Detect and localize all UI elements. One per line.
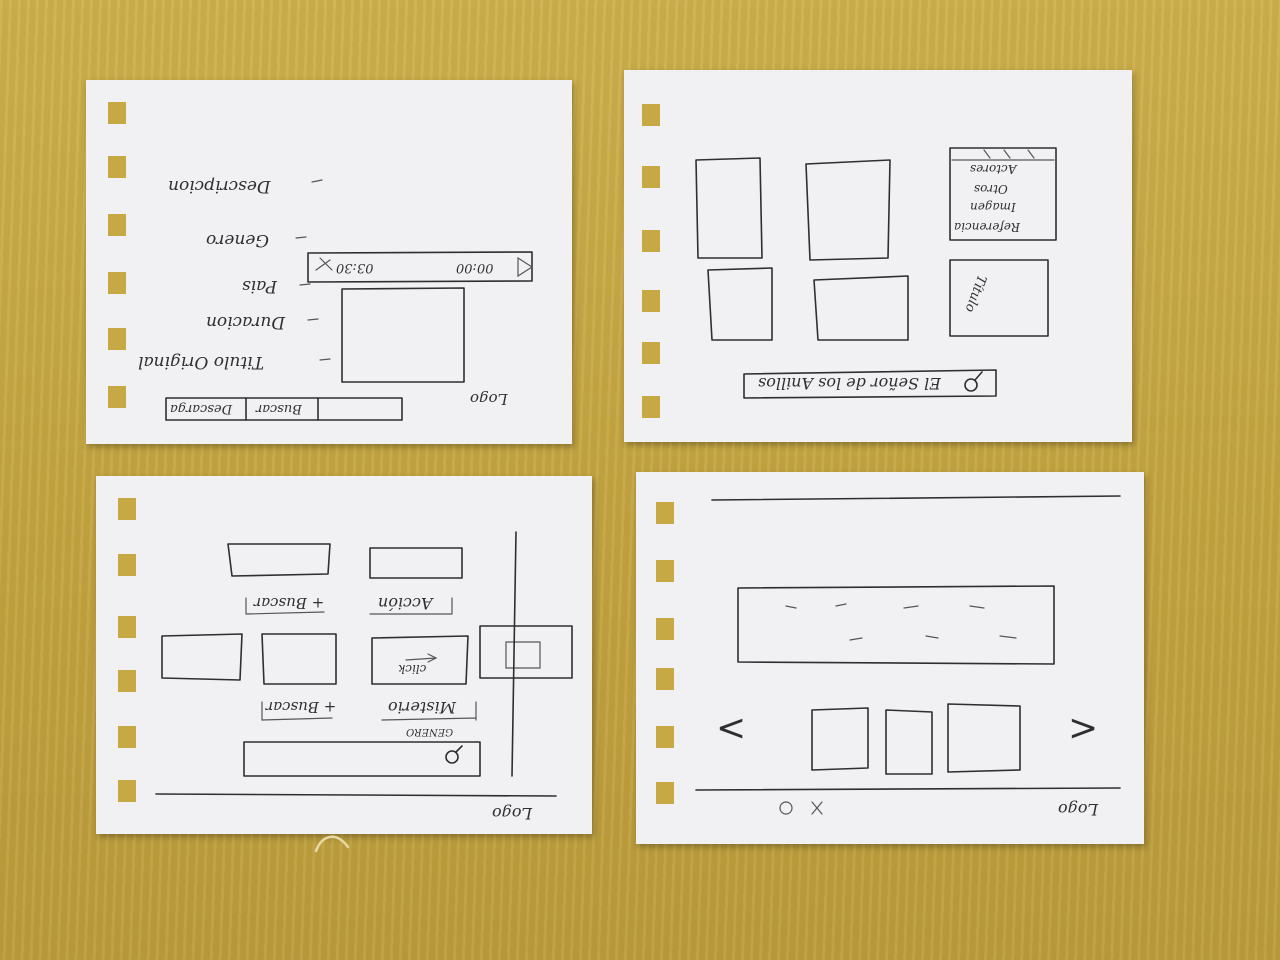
carousel-next-arrow: > [1068,708,1099,749]
time-start-label: 00:00 [456,260,494,275]
category-accion: Acción [378,594,433,613]
tab-buscar: Buscar [256,401,302,416]
search-query-text: El Señor de los Anillos [758,374,941,393]
field-pais: Pais [242,276,277,296]
sketch-card-player: 00:00 03:30 Descarga Buscar Descripcion … [86,80,572,444]
sketch-card-detail: El Señor de los Anillos Actores Otros Im… [624,70,1132,442]
category-buscar-1: + Buscar [254,594,325,612]
tab-descarga: Descarga [170,401,233,416]
click-label: click [398,662,427,676]
panel-line-imagen: Imagen [970,200,1016,214]
detail-sketch-drawing [695,147,1057,399]
twig-decoration [314,835,350,853]
field-genero: Genero [206,230,270,250]
panel-line-actores: Actores [970,162,1017,176]
player-sketch-drawing [165,179,534,421]
category-buscar-2: + Buscar [266,698,337,716]
panel-line-otros: Otros [974,182,1008,196]
sketch-card-home: < > Logo [636,472,1144,844]
home-sketch-drawing [695,495,1121,815]
sketch-card-catalog: Acción + Buscar Misterio + Buscar GENERO… [96,476,592,834]
field-duracion: Duracion [206,312,285,332]
category-misterio: Misterio [388,698,457,717]
logo-text: Logo [492,804,533,823]
field-descripcion: Descripcion [168,176,271,196]
time-end-label: 03:30 [336,260,374,275]
panel-line-referencia: Referencia [954,220,1020,234]
catalog-sketch-drawing [155,531,573,797]
genre-label: GENERO [406,726,454,737]
carousel-prev-arrow: < [716,708,747,749]
logo-text: Logo [1058,800,1099,819]
field-titulo-original: Titulo Original [138,352,264,372]
logo-text: Logo [470,390,508,408]
